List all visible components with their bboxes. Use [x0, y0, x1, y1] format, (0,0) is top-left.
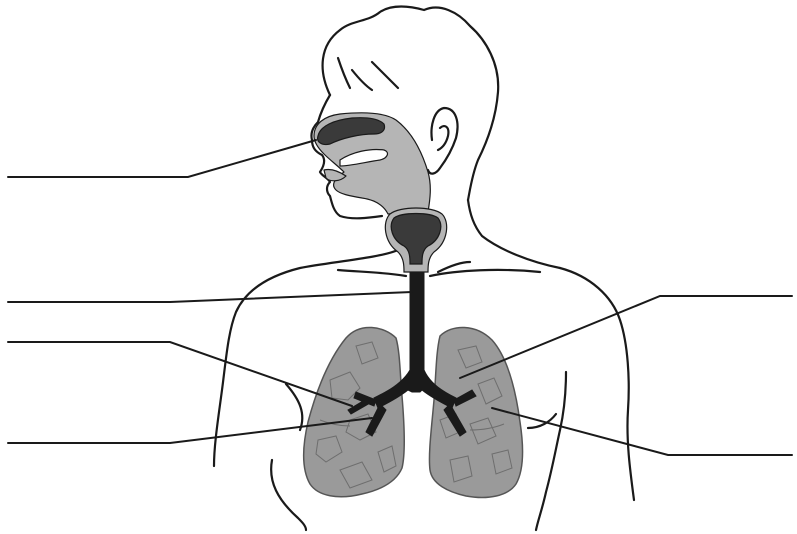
right-shoulder	[560, 268, 634, 500]
hair-strand	[338, 58, 350, 88]
ear-outline	[428, 108, 458, 174]
hair-strand	[352, 70, 372, 90]
left-clavicle	[338, 270, 406, 276]
leader-line-nasal-cavity	[8, 140, 316, 177]
right-chest-line	[536, 372, 566, 530]
left-lower-torso	[271, 460, 306, 530]
neck-back	[468, 200, 560, 268]
leader-line-alveoli	[492, 408, 792, 455]
left-side-torso	[286, 384, 302, 430]
right-clavicle	[430, 270, 540, 276]
leader-line-right-lung	[460, 296, 792, 378]
larynx-inner	[391, 214, 441, 265]
leader-line-bronchus	[8, 342, 352, 406]
hair-strand	[372, 62, 398, 88]
leader-line-trachea	[8, 292, 412, 302]
ear-inner	[438, 126, 448, 150]
larynx	[385, 208, 446, 272]
